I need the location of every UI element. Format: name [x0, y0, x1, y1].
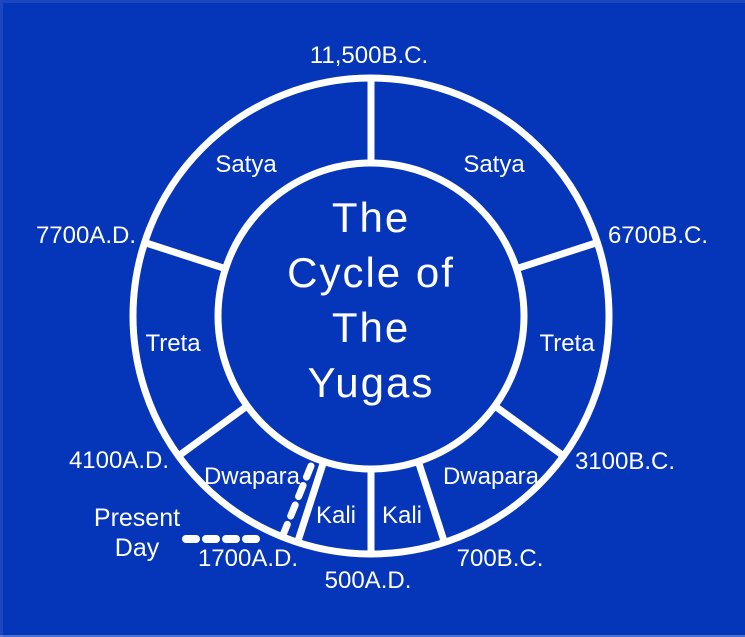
divider-4100ad [176, 403, 250, 459]
present-day-label-line-2: Day [115, 534, 160, 562]
boundary-label-3100bc: 3100B.C. [575, 448, 675, 475]
segment-label-satya-right: Satya [463, 151, 525, 178]
boundary-label-700bc: 700B.C. [457, 545, 544, 572]
divider-3100bc [492, 403, 566, 459]
segment-label-treta-left: Treta [145, 330, 201, 357]
boundary-label-6700bc: 6700B.C. [608, 222, 708, 249]
divider-7700ad [143, 239, 227, 273]
present-day-label-line-1: Present [94, 504, 180, 532]
boundary-label-4100ad: 4100A.D. [69, 447, 169, 474]
segment-label-dwapara-left: Dwapara [204, 463, 301, 490]
segment-label-treta-right: Treta [539, 330, 595, 357]
center-title-line-3: The [332, 304, 410, 351]
divider-700bc [414, 460, 448, 544]
divider-1700ad [294, 460, 328, 544]
segment-label-dwapara-right: Dwapara [443, 463, 540, 490]
boundary-label-11500bc: 11,500B.C. [310, 42, 428, 69]
present-day-marker-line [279, 462, 315, 539]
segment-label-kali-left: Kali [316, 502, 356, 529]
segment-label-kali-right: Kali [382, 502, 422, 529]
divider-6700bc [515, 239, 599, 273]
center-title-line-1: The [332, 194, 410, 241]
boundary-label-1700ad: 1700A.D. [198, 545, 298, 572]
boundary-label-7700ad: 7700A.D. [36, 222, 136, 249]
center-title-line-4: Yugas [308, 359, 435, 406]
segment-label-satya-left: Satya [215, 151, 277, 178]
boundary-label-500ad: 500A.D. [325, 567, 412, 594]
center-title-line-2: Cycle of [287, 249, 455, 296]
